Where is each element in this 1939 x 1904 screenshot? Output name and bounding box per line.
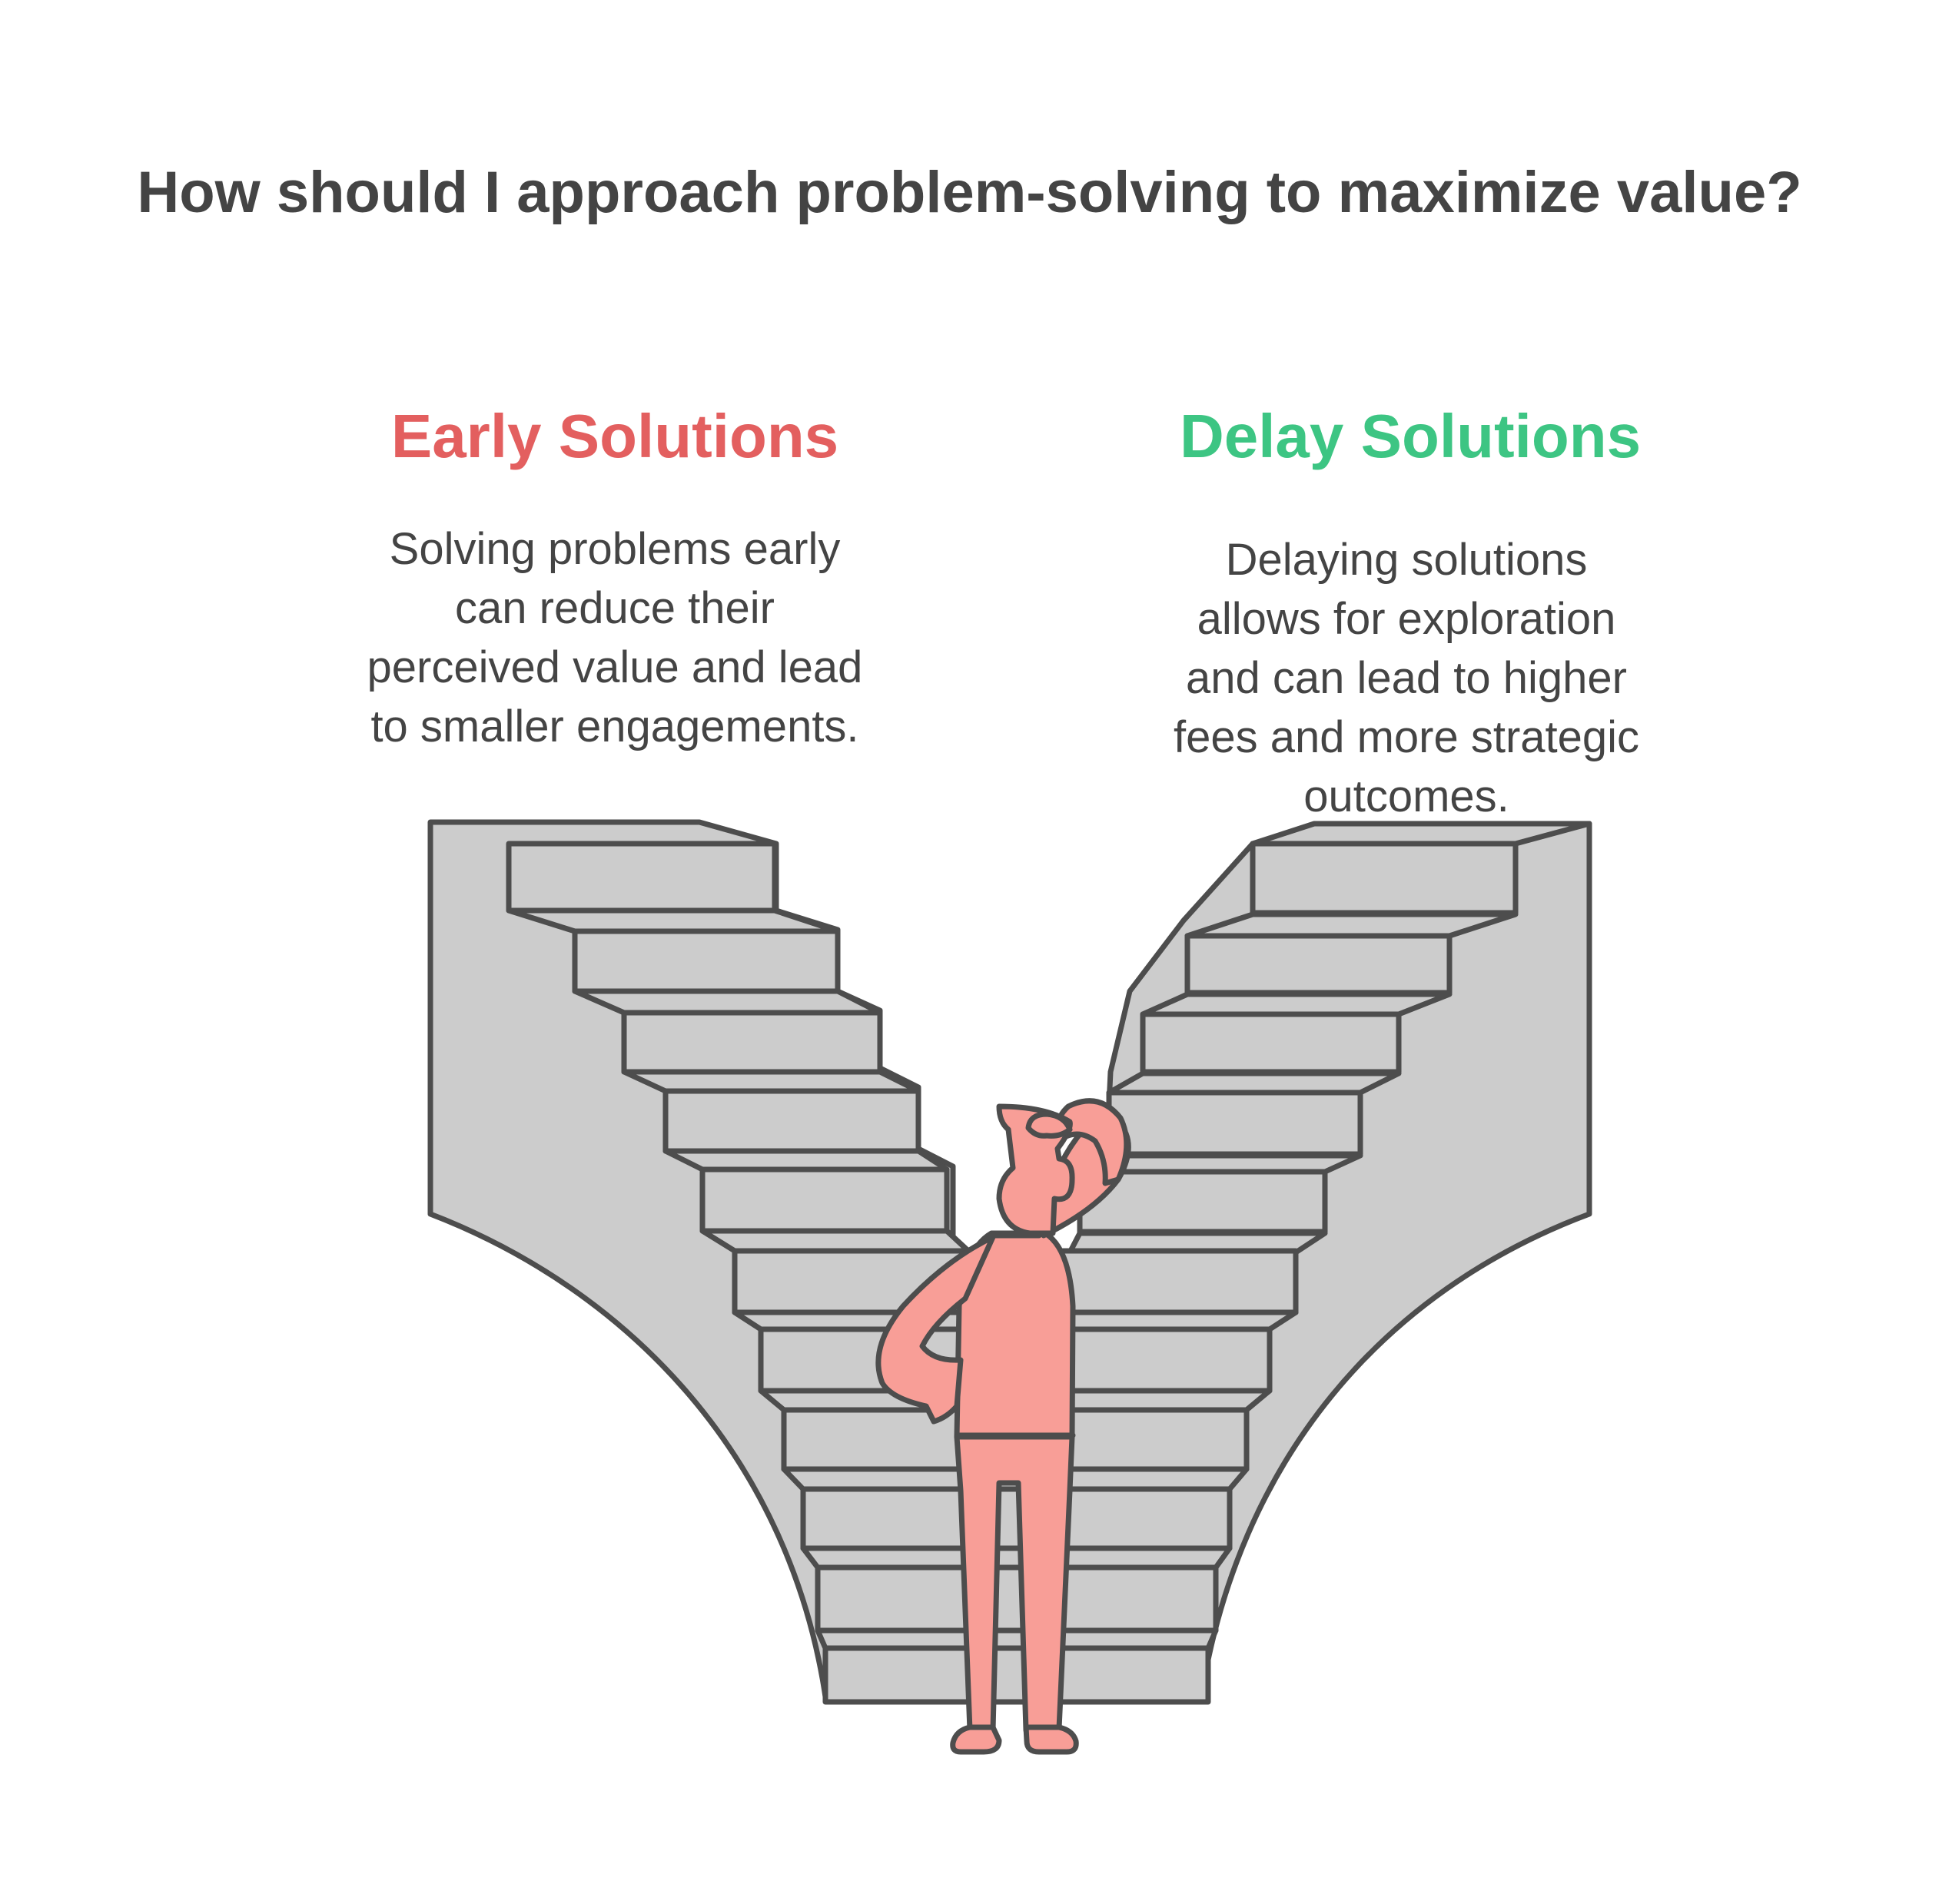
center-step-top xyxy=(800,1545,1233,1571)
right-step-top xyxy=(1184,911,1519,939)
delay-desc-line: and can lead to higher xyxy=(1186,653,1627,703)
delay-desc-line: fees and more strategic xyxy=(1173,712,1640,762)
left-step xyxy=(662,1088,921,1154)
early-solutions-heading: Early Solutions xyxy=(390,402,839,470)
left-step-top xyxy=(662,1148,950,1173)
page-title: How should I approach problem-solving to… xyxy=(137,160,1802,225)
early-solutions-description: Solving problems early can reduce their … xyxy=(323,519,907,756)
right-step xyxy=(1250,841,1519,916)
person-left-arm xyxy=(875,1234,996,1425)
left-step xyxy=(699,1166,950,1234)
early-desc-line: perceived value and lead xyxy=(367,642,863,692)
stair-structure xyxy=(427,819,1592,1705)
left-step-top xyxy=(699,1228,971,1254)
early-desc-line: Solving problems early xyxy=(389,524,841,574)
center-step xyxy=(815,1564,1219,1634)
left-step-top xyxy=(572,988,883,1016)
delay-desc-line: allows for exploration xyxy=(1197,594,1616,644)
delay-desc-line: Delaying solutions xyxy=(1225,535,1588,585)
left-step xyxy=(572,928,841,994)
left-step-top xyxy=(506,907,841,934)
person-legs xyxy=(954,1434,1075,1733)
right-step xyxy=(1184,933,1453,996)
right-step xyxy=(1106,1090,1363,1157)
delay-solutions-description: Delaying solutions allows for exploratio… xyxy=(1114,530,1698,826)
person-left-foot xyxy=(950,1724,1002,1755)
left-step-top xyxy=(621,1069,921,1094)
right-step-top xyxy=(1140,991,1453,1017)
left-step xyxy=(506,841,778,914)
left-step xyxy=(621,1010,883,1075)
right-step-top xyxy=(1106,1070,1402,1096)
person-hand xyxy=(1025,1111,1073,1139)
right-step-top xyxy=(1250,821,1592,847)
right-step xyxy=(1140,1011,1402,1075)
thinking-person xyxy=(875,1098,1131,1755)
person-right-foot xyxy=(1023,1724,1079,1755)
delay-solutions-heading: Delay Solutions xyxy=(1179,402,1642,470)
center-step xyxy=(822,1645,1211,1705)
early-desc-line: can reduce their xyxy=(455,583,775,633)
delay-desc-line: outcomes. xyxy=(1303,771,1509,821)
early-desc-line: to smaller engagements. xyxy=(370,702,859,751)
